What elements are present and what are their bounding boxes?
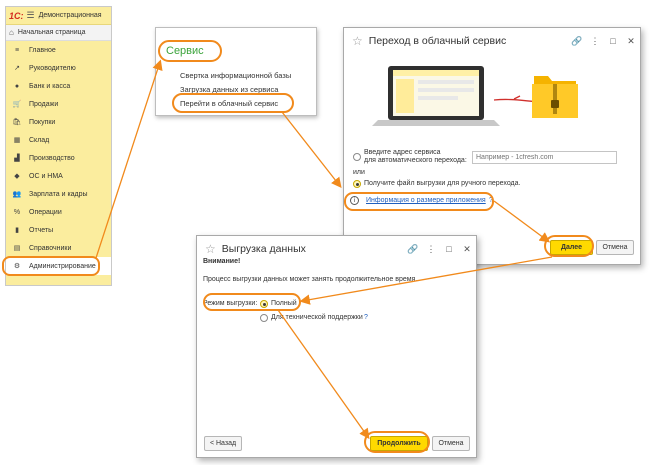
sections-menu: ≡ Главное ↗ Руководителю ● Банк и касса 🛒 Прода… bbox=[6, 41, 111, 275]
file-option-radio[interactable] bbox=[353, 180, 361, 188]
section-item-label: Склад bbox=[29, 136, 50, 144]
favorite-star-icon[interactable]: ☆ bbox=[352, 34, 363, 48]
mode-full-label: Полный bbox=[271, 300, 297, 307]
dialog-title: Выгрузка данных bbox=[221, 243, 306, 255]
section-item-label: ОС и НМА bbox=[29, 172, 63, 180]
section-item-label: Банк и касса bbox=[29, 82, 71, 90]
more-icon[interactable]: ⋮ bbox=[590, 35, 600, 46]
gear-icon: ⚙ bbox=[13, 263, 21, 270]
home-icon: ⌂ bbox=[9, 28, 14, 37]
section-item-label: Производство bbox=[29, 154, 75, 162]
section-item[interactable]: ▤ Справочники bbox=[6, 239, 111, 257]
section-item[interactable]: ↗ Руководителю bbox=[6, 59, 111, 77]
menu-item-go-to-cloud[interactable]: Перейти в облачный сервис bbox=[180, 99, 279, 108]
warning-title: Внимание! bbox=[203, 258, 241, 265]
data-export-dialog: ☆ Выгрузка данных 🔗 ⋮ □ ✕ Внимание! Проц… bbox=[196, 235, 477, 458]
operations-icon: % bbox=[13, 208, 21, 216]
factory-icon: ▟ bbox=[14, 155, 20, 162]
section-item[interactable]: ● Банк и касса bbox=[6, 77, 111, 95]
app-title: Демонстрационная bbox=[38, 12, 102, 19]
section-item[interactable]: ◆ ОС и НМА bbox=[6, 167, 111, 185]
home-page-label: Начальная страница bbox=[17, 29, 86, 36]
address-option-label-2: для автоматического перехода: bbox=[364, 157, 467, 164]
more-icon[interactable]: ⋮ bbox=[426, 243, 436, 254]
cloud-transfer-dialog: ☆ Переход в облачный сервис 🔗 ⋮ □ ✕ bbox=[343, 27, 641, 265]
assets-icon: ◆ bbox=[14, 173, 20, 180]
dialog-titlebar: ☆ Выгрузка данных 🔗 ⋮ □ ✕ bbox=[197, 236, 476, 262]
section-item-label: Зарплата и кадры bbox=[29, 190, 88, 198]
export-mode-label: Режим выгрузки: bbox=[203, 300, 258, 307]
section-item-label: Отчеты bbox=[29, 226, 54, 234]
dialog-title: Переход в облачный сервис bbox=[368, 35, 507, 47]
section-item-label: Справочники bbox=[29, 244, 72, 252]
section-item[interactable]: ▟ Производство bbox=[6, 149, 111, 167]
section-item[interactable]: % Операции bbox=[6, 203, 111, 221]
warehouse-icon: ▦ bbox=[13, 137, 21, 144]
list-icon: ≡ bbox=[14, 46, 20, 54]
maximize-icon[interactable]: □ bbox=[610, 36, 616, 46]
highlight-go-to-cloud bbox=[172, 93, 294, 113]
section-item-label: Администрирование bbox=[29, 262, 96, 270]
maximize-icon[interactable]: □ bbox=[446, 244, 452, 254]
menu-item-compress-db[interactable]: Свертка информационной базы bbox=[180, 71, 292, 80]
app-topbar: 1С: ☰ Демонстрационная bbox=[6, 7, 111, 25]
highlight-next bbox=[544, 235, 594, 257]
reports-icon: ▮ bbox=[15, 227, 19, 234]
books-icon: ▤ bbox=[13, 245, 21, 252]
section-item-label: Продажи bbox=[29, 100, 59, 108]
mode-support-radio[interactable] bbox=[260, 314, 268, 322]
section-item[interactable]: ⚙ Администрирование bbox=[6, 257, 111, 275]
home-page-tab[interactable]: ⌂ Начальная страница bbox=[6, 25, 111, 41]
transfer-illustration bbox=[372, 66, 578, 126]
mode-full-radio[interactable] bbox=[260, 300, 268, 308]
people-icon: 👥 bbox=[12, 191, 22, 198]
service-menu-title[interactable]: Сервис bbox=[166, 45, 204, 57]
warning-text: Процесс выгрузки данных может занять про… bbox=[203, 276, 418, 283]
highlight-info-link bbox=[344, 192, 494, 211]
laptop-illustration bbox=[372, 66, 500, 126]
section-item-label: Покупки bbox=[29, 118, 56, 126]
sections-panel: 1С: ☰ Демонстрационная ⌂ Начальная стран… bbox=[5, 6, 112, 286]
section-item-label: Главное bbox=[29, 46, 56, 54]
section-item[interactable]: ▮ Отчеты bbox=[6, 221, 111, 239]
file-option-label: Получите файл выгрузки для ручного перех… bbox=[364, 180, 521, 187]
app-size-info-link[interactable]: Информация о размере приложения bbox=[366, 197, 486, 204]
section-item-label: Операции bbox=[29, 208, 62, 216]
highlight-service bbox=[158, 40, 222, 62]
arrow-cloud-to-dialog1 bbox=[281, 111, 342, 189]
close-icon[interactable]: ✕ bbox=[463, 243, 471, 254]
section-item-label: Руководителю bbox=[29, 64, 76, 72]
zip-folder-icon bbox=[532, 76, 578, 118]
section-item[interactable]: ≡ Главное bbox=[6, 41, 111, 59]
link-icon[interactable]: 🔗 bbox=[571, 35, 583, 46]
menu-item-load-from-service[interactable]: Загрузка данных из сервиса bbox=[180, 85, 279, 94]
app-logo: 1С: bbox=[9, 10, 24, 21]
highlight-administration bbox=[2, 256, 100, 276]
section-item[interactable]: 🛒 Продажи bbox=[6, 95, 111, 113]
basket-icon: 🛍 bbox=[12, 119, 22, 126]
service-address-input[interactable] bbox=[472, 151, 617, 164]
address-option-radio[interactable] bbox=[353, 153, 361, 161]
mode-support-label: Для технической поддержки bbox=[271, 314, 363, 321]
address-option-label-1: Введите адрес сервиса bbox=[364, 149, 441, 156]
trend-icon: ↗ bbox=[14, 65, 20, 72]
highlight-full-mode bbox=[203, 293, 301, 311]
highlight-continue bbox=[364, 431, 430, 453]
favorite-star-icon[interactable]: ☆ bbox=[205, 242, 216, 256]
section-item[interactable]: 🛍 Покупки bbox=[6, 113, 111, 131]
cancel-button[interactable]: Отмена bbox=[432, 436, 470, 451]
section-item[interactable]: 👥 Зарплата и кадры bbox=[6, 185, 111, 203]
coin-icon: ● bbox=[14, 82, 20, 90]
cart-icon: 🛒 bbox=[12, 101, 22, 108]
link-icon[interactable]: 🔗 bbox=[407, 243, 419, 254]
help-icon[interactable]: ? bbox=[364, 314, 368, 321]
back-button[interactable]: < Назад bbox=[204, 436, 242, 451]
or-label: или bbox=[353, 169, 365, 176]
dialog-titlebar: ☆ Переход в облачный сервис 🔗 ⋮ □ ✕ bbox=[344, 28, 640, 54]
main-menu-icon[interactable]: ☰ bbox=[26, 10, 35, 20]
section-item[interactable]: ▦ Склад bbox=[6, 131, 111, 149]
close-icon[interactable]: ✕ bbox=[627, 35, 635, 46]
cancel-button[interactable]: Отмена bbox=[596, 240, 634, 255]
